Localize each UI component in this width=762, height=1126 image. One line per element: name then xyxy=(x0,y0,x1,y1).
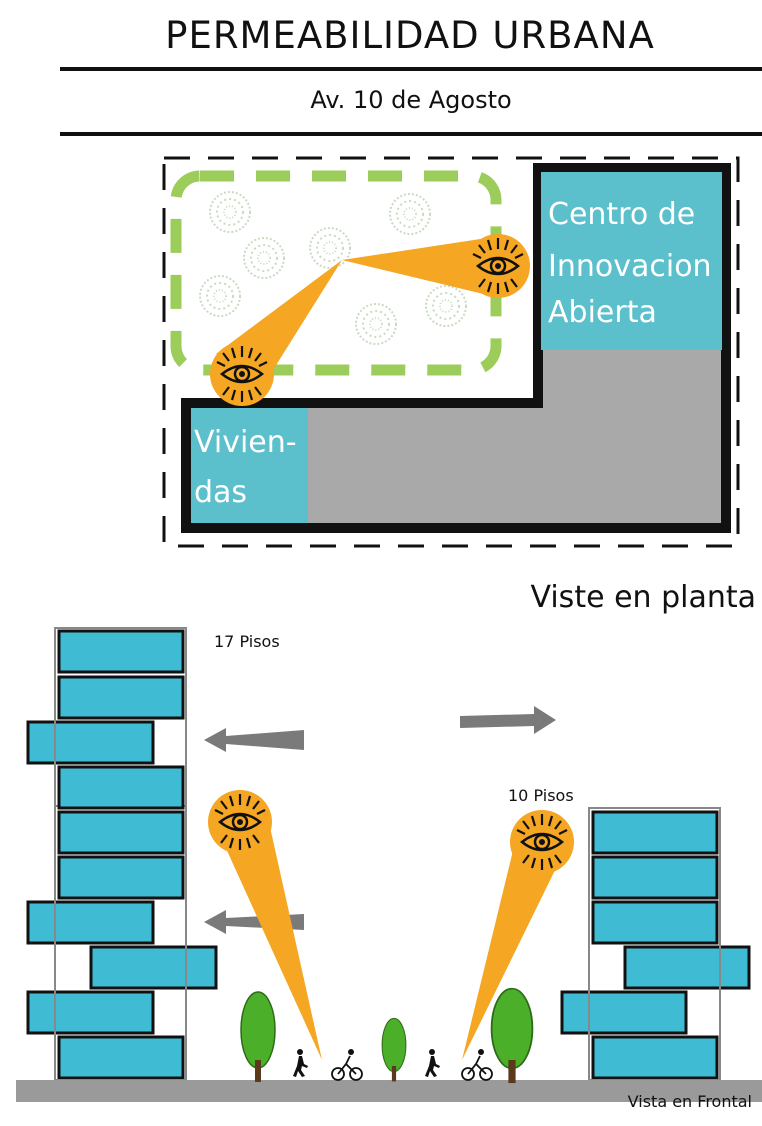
tree-plan-icon xyxy=(355,303,397,345)
eye-icon xyxy=(508,808,576,876)
tree-plan-icon xyxy=(309,227,351,269)
tree-plan-icon xyxy=(199,275,241,317)
street-name: Av. 10 de Agosto xyxy=(310,86,512,114)
housing-label-2: das xyxy=(194,475,247,510)
tree-plan-icon xyxy=(389,193,431,235)
innovation-center-label-3: Abierta xyxy=(548,295,657,330)
housing-block xyxy=(191,408,308,523)
tree-plan-icon xyxy=(209,191,251,233)
arrow-icon xyxy=(204,728,304,752)
left-tower-floors-label: 17 Pisos xyxy=(214,632,280,651)
housing-label-1: Vivien- xyxy=(194,425,297,460)
eye-icon xyxy=(208,340,276,408)
innovation-center-label-2: Innovacion xyxy=(548,249,712,284)
front-view-caption: Vista en Frontal xyxy=(627,1092,752,1111)
title-divider xyxy=(60,67,762,71)
eye-icon xyxy=(206,788,274,856)
tree-icon xyxy=(490,987,534,1084)
plan-view-caption: Viste en planta xyxy=(530,580,756,615)
ground-line xyxy=(16,1080,762,1102)
view-cone-plan xyxy=(342,236,500,298)
view-cone-front xyxy=(462,830,560,1060)
subtitle-divider xyxy=(60,132,762,136)
page-title: PERMEABILIDAD URBANA xyxy=(165,14,655,57)
cyclist-icon xyxy=(331,1048,363,1081)
right-tower xyxy=(560,810,751,1080)
tree-plan-icon xyxy=(425,285,467,327)
cyclist-icon xyxy=(461,1048,493,1081)
pedestrian-icon xyxy=(425,1049,440,1077)
eye-icon xyxy=(464,232,532,300)
arrow-icon xyxy=(460,706,556,734)
tree-icon xyxy=(240,991,276,1083)
tree-icon xyxy=(381,1017,407,1082)
view-cone-front xyxy=(214,818,322,1060)
pedestrian-icon xyxy=(293,1049,308,1077)
innovation-center-label-1: Centro de xyxy=(548,197,695,232)
innovation-center-block xyxy=(541,172,722,350)
lot-boundary xyxy=(162,156,740,548)
right-tower-floors-label: 10 Pisos xyxy=(508,786,574,805)
tree-plan-icon xyxy=(243,237,285,279)
left-tower xyxy=(26,629,218,1080)
plaza-boundary xyxy=(170,170,502,376)
